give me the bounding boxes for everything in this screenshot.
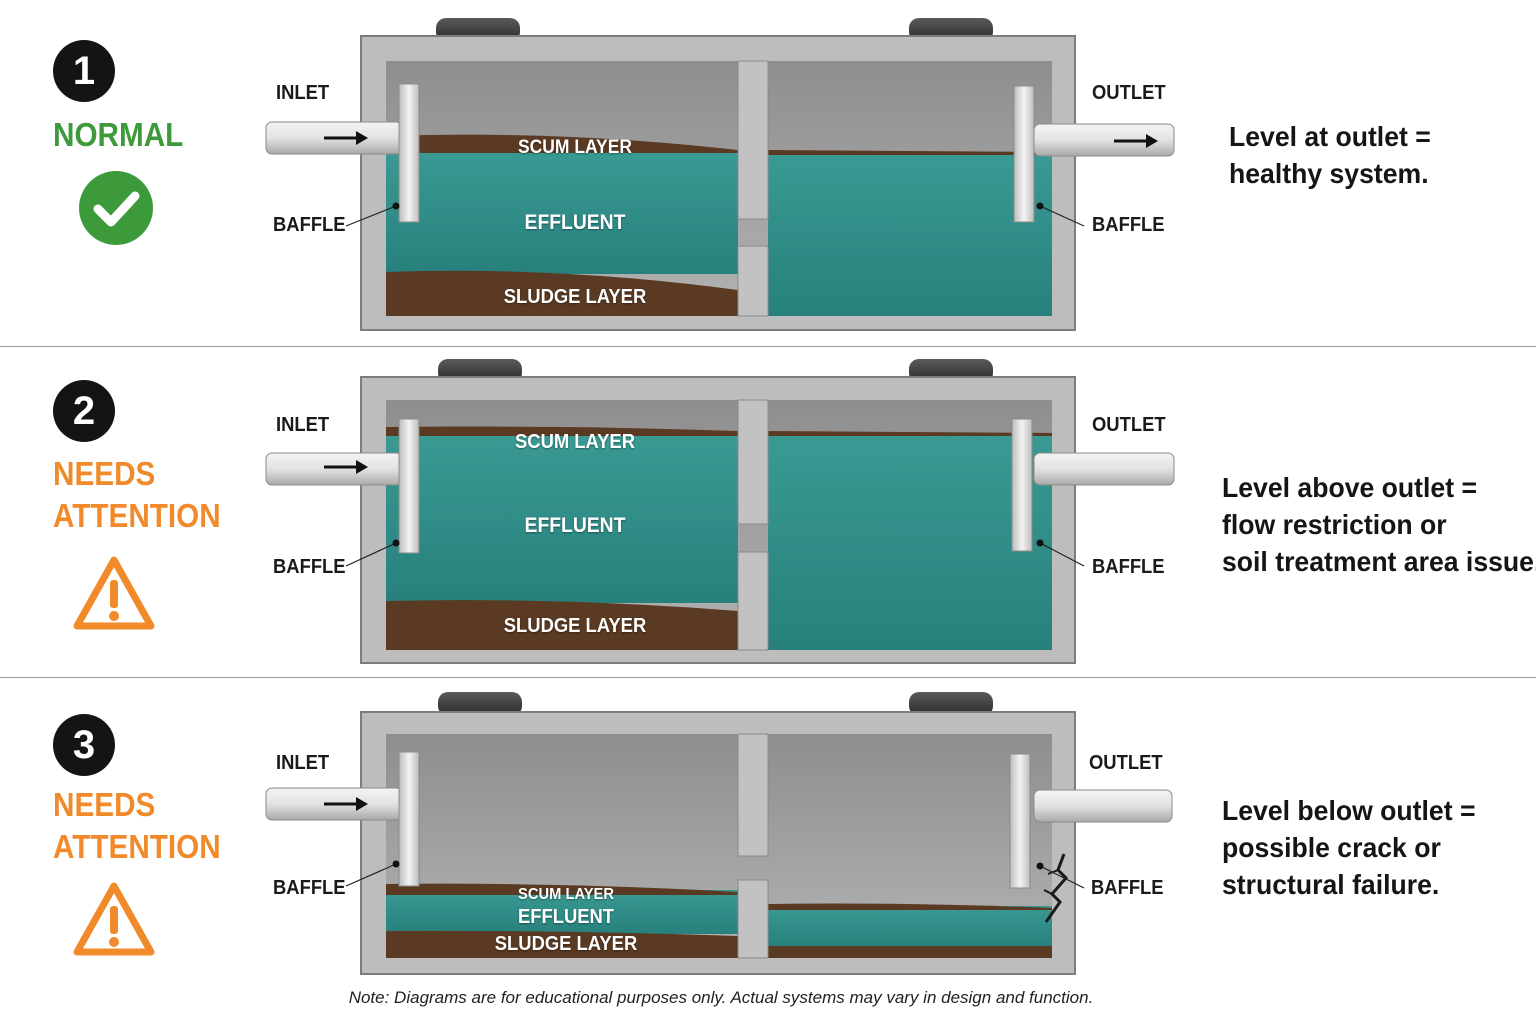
- sludge-layer-label: SLUDGE LAYER: [503, 286, 647, 308]
- scum-layer: [768, 431, 1052, 436]
- panel-3-needs-attention: 3 NEEDS ATTENTION: [0, 678, 1536, 1024]
- inlet-label: INLET: [276, 752, 330, 774]
- effluent-layer: [386, 890, 738, 934]
- access-lid: [909, 692, 993, 716]
- sludge-layer: [768, 946, 1052, 958]
- description-line: Level above outlet =: [1222, 472, 1478, 503]
- septic-tank-diagram: [265, 18, 1175, 331]
- sludge-layer-label: SLUDGE LAYER: [503, 615, 647, 637]
- outlet-label: OUTLET: [1089, 752, 1163, 774]
- effluent-layer: [768, 152, 1052, 316]
- effluent-layer: [386, 150, 738, 274]
- inlet-label: INLET: [276, 82, 330, 104]
- divider-wall: [737, 399, 769, 525]
- scum-layer: [768, 150, 1052, 155]
- sludge-layer: [386, 930, 738, 958]
- panel-description: Level at outlet = healthy system.: [1229, 118, 1431, 192]
- effluent-layer: [386, 433, 738, 603]
- divider-wall: [737, 733, 769, 857]
- effluent-layer: [768, 906, 1052, 946]
- description-line: structural failure.: [1222, 869, 1440, 900]
- baffle-label: BAFFLE: [1091, 877, 1164, 899]
- divider-wall: [737, 551, 769, 651]
- status-line: NEEDS: [53, 455, 156, 492]
- outlet-label: OUTLET: [1092, 414, 1166, 436]
- description-line: flow restriction or: [1222, 509, 1447, 540]
- baffle-label: BAFFLE: [273, 877, 346, 899]
- sludge-layer-label: SLUDGE LAYER: [494, 933, 638, 955]
- scum-layer-label: SCUM LAYER: [515, 431, 635, 453]
- baffle-label: BAFFLE: [273, 556, 346, 578]
- panel-description: Level below outlet = possible crack or s…: [1222, 792, 1476, 903]
- inlet-label: INLET: [276, 414, 330, 436]
- panel-description: Level above outlet = flow restriction or…: [1222, 469, 1536, 580]
- status-line: NEEDS: [53, 786, 156, 823]
- scum-layer-label: SCUM LAYER: [518, 886, 614, 903]
- step-number-badge: 3: [53, 714, 115, 776]
- scum-layer: [386, 883, 738, 895]
- divider-wall: [737, 879, 769, 959]
- outlet-baffle: [1011, 418, 1033, 552]
- panel-1-normal: 1 NORMAL: [0, 0, 1536, 347]
- description-line: healthy system.: [1229, 158, 1429, 189]
- sludge-layer: [386, 600, 738, 650]
- description-line: possible crack or: [1222, 832, 1441, 863]
- scum-layer: [386, 134, 738, 153]
- status-title: NEEDS ATTENTION: [53, 453, 221, 537]
- scum-layer: [386, 426, 738, 436]
- effluent-layer: [768, 433, 1052, 650]
- description-line: Level at outlet =: [1229, 121, 1431, 152]
- outlet-pipe: [1033, 789, 1173, 823]
- flow-arrow-head: [356, 131, 368, 145]
- outlet-baffle: [1013, 85, 1035, 223]
- inlet-pipe: [265, 452, 403, 486]
- flow-arrow-head: [356, 797, 368, 811]
- step-number-badge: 2: [53, 380, 115, 442]
- effluent-label: EFFLUENT: [524, 211, 626, 234]
- outlet-label: OUTLET: [1092, 82, 1166, 104]
- description-line: Level below outlet =: [1222, 795, 1476, 826]
- warning-triangle-icon: [73, 882, 155, 956]
- divider-wall: [737, 245, 769, 317]
- outlet-pipe: [1033, 452, 1175, 486]
- status-line: ATTENTION: [53, 497, 221, 534]
- status-line: NORMAL: [53, 116, 184, 153]
- outlet-baffle: [1009, 753, 1031, 889]
- septic-tank-diagram: [265, 359, 1175, 664]
- access-lid: [438, 692, 522, 716]
- septic-tank-diagram: [265, 692, 1173, 975]
- scum-layer-label: SCUM LAYER: [518, 137, 632, 158]
- check-circle-icon: [79, 171, 153, 245]
- wall-crack: [1044, 853, 1069, 923]
- inlet-baffle: [398, 418, 420, 554]
- flow-arrow-head: [356, 460, 368, 474]
- warning-triangle-icon: [73, 556, 155, 630]
- baffle-label: BAFFLE: [1092, 214, 1165, 236]
- status-title: NORMAL: [53, 114, 183, 156]
- baffle-label: BAFFLE: [1092, 556, 1165, 578]
- description-line: soil treatment area issue.: [1222, 546, 1536, 577]
- flow-arrow-head: [1146, 134, 1158, 148]
- inlet-baffle: [398, 83, 420, 223]
- panel-2-needs-attention: 2 NEEDS ATTENTION IN: [0, 347, 1536, 678]
- step-number-badge: 1: [53, 40, 115, 102]
- status-line: ATTENTION: [53, 828, 221, 865]
- effluent-label: EFFLUENT: [517, 906, 615, 928]
- inlet-baffle: [398, 751, 420, 887]
- baffle-label: BAFFLE: [273, 214, 346, 236]
- scum-layer: [768, 903, 1052, 910]
- divider-wall: [737, 60, 769, 220]
- sludge-layer: [386, 270, 738, 316]
- status-title: NEEDS ATTENTION: [53, 784, 221, 868]
- effluent-label: EFFLUENT: [524, 514, 626, 537]
- disclaimer-footnote: Note: Diagrams are for educational purpo…: [348, 988, 1094, 1007]
